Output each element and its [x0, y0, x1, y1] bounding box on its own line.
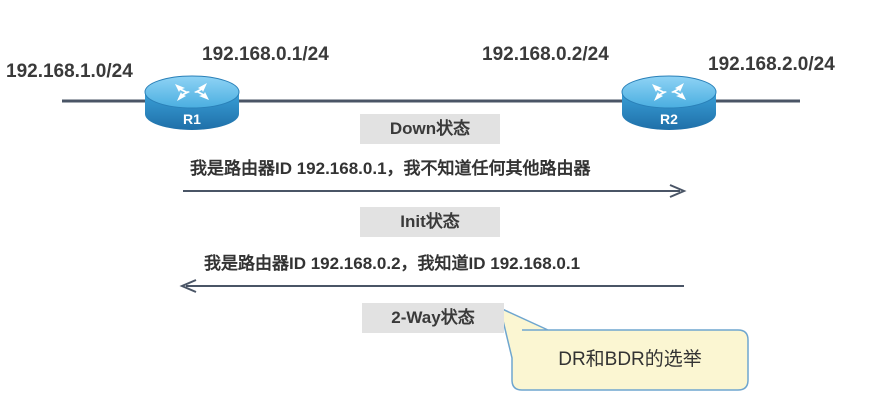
callout-text: DR和BDR的选举: [558, 349, 702, 370]
router-r1-icon: R1: [144, 75, 240, 130]
state-down: Down状态: [360, 114, 500, 144]
r1-interface-label: 192.168.0.1/24: [202, 44, 329, 65]
router-r1-label: R1: [183, 111, 201, 127]
callout-bubble: [498, 306, 749, 391]
router-r2-icon: R2: [621, 75, 717, 130]
right-subnet-label: 192.168.2.0/24: [708, 54, 835, 75]
state-init: Init状态: [360, 207, 500, 237]
arrow-r1-to-r2: [183, 184, 687, 198]
hello-message-r1: 我是路由器ID 192.168.0.1，我不知道任何其他路由器: [190, 159, 591, 178]
hello-message-r2: 我是路由器ID 192.168.0.2，我知道ID 192.168.0.1: [204, 254, 581, 273]
left-subnet-label: 192.168.1.0/24: [6, 61, 133, 82]
arrow-r2-to-r1: [179, 279, 684, 293]
router-r2-label: R2: [660, 111, 678, 127]
r2-interface-label: 192.168.0.2/24: [482, 44, 609, 65]
state-two-way: 2-Way状态: [362, 303, 504, 333]
